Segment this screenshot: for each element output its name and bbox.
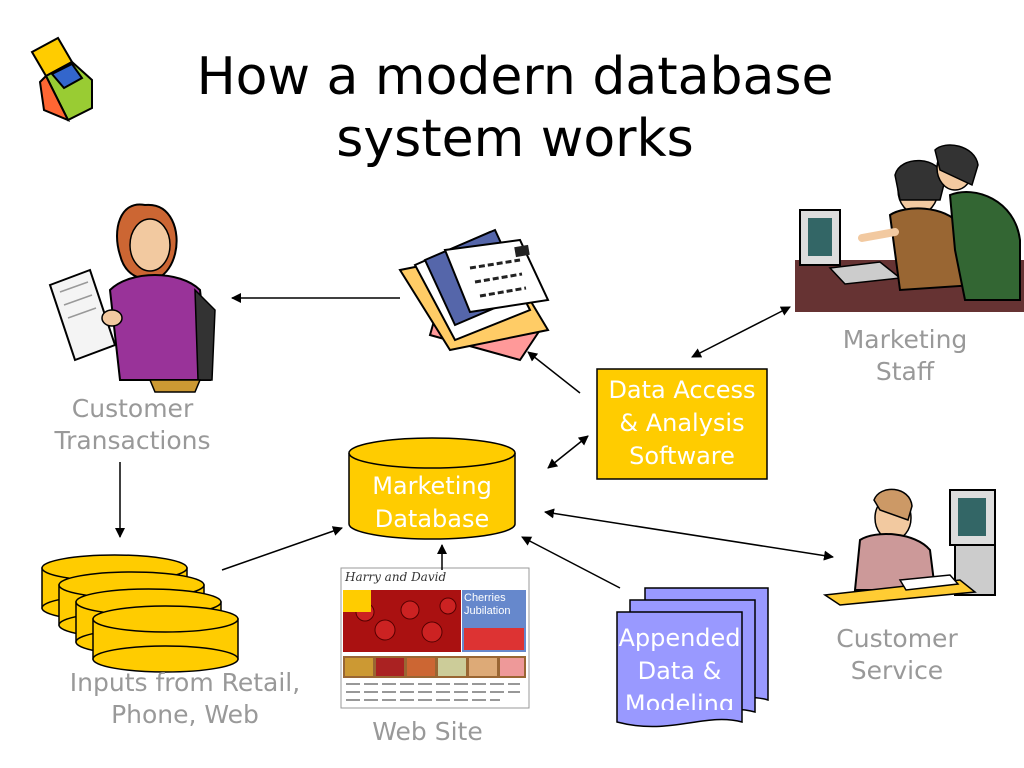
title-line-2: system works [336, 109, 694, 169]
title-line-1: How a modern database [196, 47, 834, 107]
website-headline: Cherries Jubilation [464, 592, 511, 617]
marketing-database-label: Marketing Database [372, 472, 492, 533]
arrow-software-to-mail [527, 351, 581, 394]
cube-logo-icon [30, 36, 93, 122]
flow-arrows [115, 293, 834, 589]
customer-transactions-label: Customer Transactions [54, 394, 211, 455]
customer-reading-illustration [48, 203, 216, 393]
input-cylinders-stack [41, 554, 239, 673]
page-title: How a modern database system works [170, 46, 860, 170]
mail-letters-icon [398, 228, 550, 362]
website-brand: Harry and David [345, 570, 447, 584]
web-site-label: Web Site [372, 717, 483, 746]
input-cylinder [92, 605, 239, 673]
marketing-staff-illustration [795, 144, 1024, 312]
appended-data-label: Appended Data & Modeling [618, 624, 741, 710]
arrow-appended-to-database [521, 536, 621, 589]
arrow-software-staff [691, 306, 791, 358]
marketing-staff-label: Marketing Staff [842, 325, 968, 386]
website-thumbnail [340, 567, 530, 709]
arrow-database-software [547, 435, 589, 469]
inputs-label: Inputs from Retail, Phone, Web [69, 668, 301, 729]
data-access-box [596, 368, 768, 480]
arrow-database-service [544, 508, 834, 561]
customer-service-label: Customer Service [836, 624, 958, 685]
appended-data-documents [616, 587, 769, 728]
arrow-inputs-to-database [221, 526, 343, 571]
customer-service-illustration [822, 488, 996, 606]
marketing-database-cylinder [348, 437, 516, 540]
data-access-label: Data Access & Analysis Software [608, 376, 756, 470]
